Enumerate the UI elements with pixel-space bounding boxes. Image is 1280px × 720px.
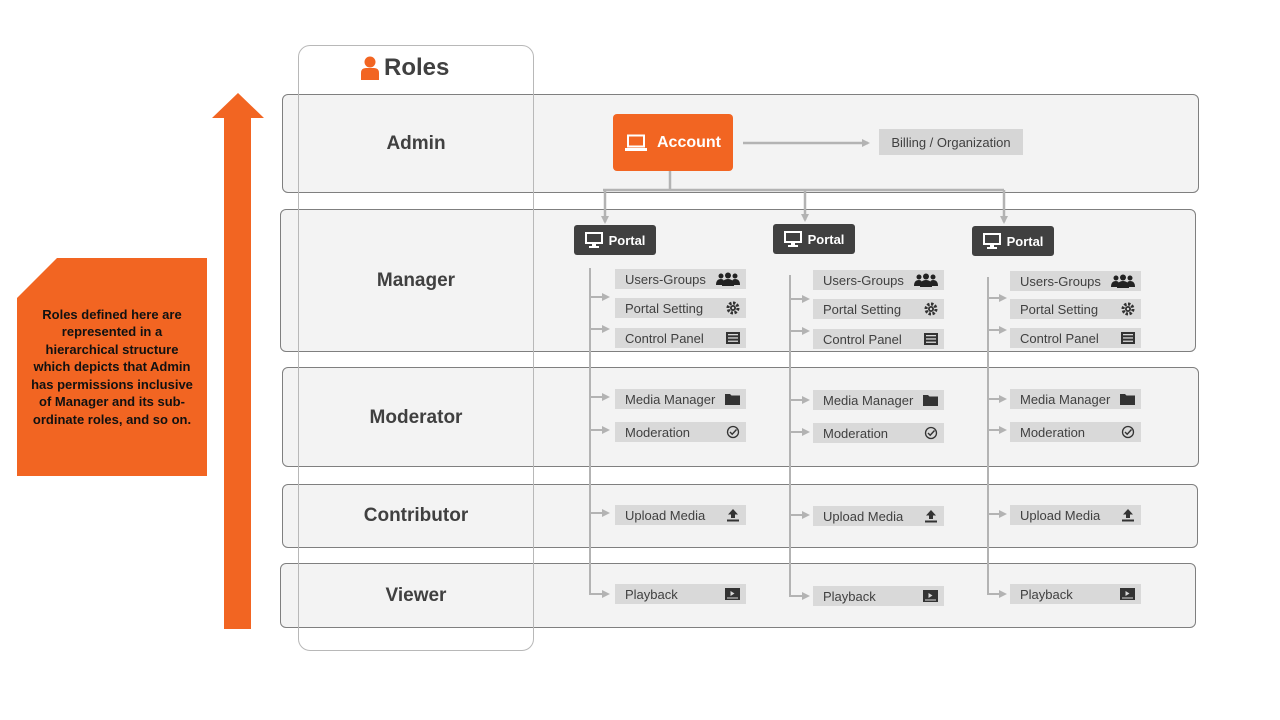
perm-upload-media: Upload Media (615, 505, 746, 525)
perm-users-groups: Users-Groups (813, 270, 944, 290)
perm-moderation: Moderation (615, 422, 746, 442)
check-circle-icon (726, 425, 740, 439)
perm-moderation: Moderation (813, 423, 944, 443)
role-label-manager: Manager (376, 270, 456, 291)
check-circle-icon (924, 426, 938, 440)
perm-control-panel: Control Panel (615, 328, 746, 348)
perm-users-groups: Users-Groups (1010, 271, 1141, 291)
gear-icon (1121, 302, 1135, 316)
perm-portal-setting: Portal Setting (615, 298, 746, 318)
portal-label: Portal (807, 231, 845, 247)
roles-title: Roles (384, 54, 450, 81)
perm-media-manager: Media Manager (1010, 389, 1141, 409)
upload-icon (726, 508, 740, 522)
perm-portal-setting: Portal Setting (1010, 299, 1141, 319)
gear-icon (924, 302, 938, 316)
playback-icon (725, 588, 740, 600)
control-panel-icon (1121, 332, 1135, 344)
perm-control-panel: Control Panel (813, 329, 944, 349)
portal-node-2: Portal (773, 224, 855, 254)
portal-label: Portal (608, 232, 646, 248)
gear-icon (726, 301, 740, 315)
control-panel-icon (924, 333, 938, 345)
upload-icon (1121, 508, 1135, 522)
perm-upload-media: Upload Media (1010, 505, 1141, 525)
perm-moderation: Moderation (1010, 422, 1141, 442)
perm-portal-setting: Portal Setting (813, 299, 944, 319)
perm-playback: Playback (813, 586, 944, 606)
perm-media-manager: Media Manager (615, 389, 746, 409)
check-circle-icon (1121, 425, 1135, 439)
users-group-icon (716, 272, 740, 286)
billing-node: Billing / Organization (879, 129, 1023, 155)
control-panel-icon (726, 332, 740, 344)
laptop-icon (625, 134, 647, 151)
monitor-icon (584, 232, 603, 248)
monitor-icon (783, 231, 802, 247)
upload-icon (924, 509, 938, 523)
perm-playback: Playback (1010, 584, 1141, 604)
roles-column (298, 45, 534, 651)
role-label-moderator: Moderator (369, 407, 463, 428)
note-callout: Roles defined here are represented in a … (17, 258, 207, 476)
user-icon (361, 56, 379, 80)
folder-icon (1120, 393, 1135, 405)
role-label-viewer: Viewer (385, 585, 447, 606)
perm-control-panel: Control Panel (1010, 328, 1141, 348)
perm-playback: Playback (615, 584, 746, 604)
users-group-icon (914, 273, 938, 287)
band-admin (282, 94, 1199, 193)
folder-icon (923, 394, 938, 406)
role-label-contributor: Contributor (363, 505, 469, 526)
folder-icon (725, 393, 740, 405)
account-label: Account (657, 133, 721, 151)
portal-label: Portal (1006, 233, 1044, 249)
portal-node-1: Portal (574, 225, 656, 255)
monitor-icon (982, 233, 1001, 249)
role-label-admin: Admin (386, 133, 446, 154)
perm-upload-media: Upload Media (813, 506, 944, 526)
account-node: Account (613, 114, 733, 171)
roles-header: Roles (360, 53, 449, 83)
playback-icon (923, 590, 938, 602)
perm-media-manager: Media Manager (813, 390, 944, 410)
users-group-icon (1111, 274, 1135, 288)
playback-icon (1120, 588, 1135, 600)
band-moderator (282, 367, 1199, 467)
perm-users-groups: Users-Groups (615, 269, 746, 289)
portal-node-3: Portal (972, 226, 1054, 256)
